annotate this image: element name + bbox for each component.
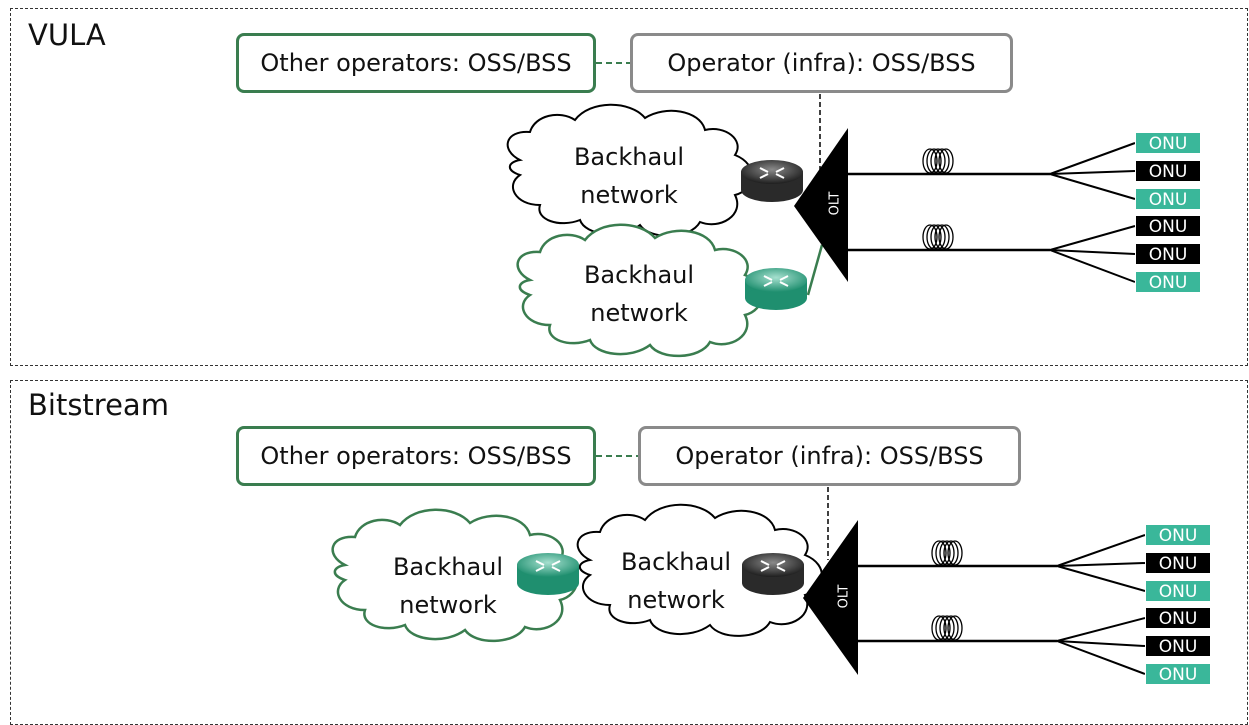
router-teal-2 — [517, 553, 579, 595]
vula-panel — [10, 8, 1248, 366]
router-dark-1 — [741, 160, 803, 202]
panel-title: VULA — [28, 18, 106, 52]
backhaul-cloud-black-2 — [576, 503, 823, 637]
onu-1-5: ONU — [1135, 243, 1201, 265]
infra-operator-box-2: Operator (infra): OSS/BSS — [638, 426, 1021, 486]
infra-operator-box: Operator (infra): OSS/BSS — [630, 33, 1013, 93]
panel-title-2: Bitstream — [28, 388, 169, 422]
backhaul-cloud-black-1 — [506, 103, 753, 237]
backhaul-cloud-green-2 — [331, 508, 579, 643]
onu-2-4: ONU — [1145, 607, 1211, 629]
onu-2-3: ONU — [1145, 580, 1211, 602]
other-operators-box: Other operators: OSS/BSS — [236, 33, 596, 93]
onu-2-5: ONU — [1145, 635, 1211, 657]
backhaul-cloud-green-1 — [516, 223, 764, 358]
olt-1 — [794, 128, 848, 282]
olt-2 — [803, 520, 858, 675]
onu-1-6: ONU — [1135, 271, 1201, 293]
onu-2-1: ONU — [1145, 524, 1211, 546]
onu-1-1: ONU — [1135, 132, 1201, 154]
olt-label-1: OLT — [827, 191, 843, 216]
router-teal-1 — [745, 268, 807, 310]
onu-1-3: ONU — [1135, 188, 1201, 210]
onu-1-4: ONU — [1135, 215, 1201, 237]
onu-2-2: ONU — [1145, 552, 1211, 574]
onu-1-2: ONU — [1135, 160, 1201, 182]
router-dark-2 — [742, 553, 804, 595]
olt-label-2: OLT — [836, 584, 852, 609]
onu-2-6: ONU — [1145, 663, 1211, 685]
other-operators-box-2: Other operators: OSS/BSS — [236, 426, 596, 486]
